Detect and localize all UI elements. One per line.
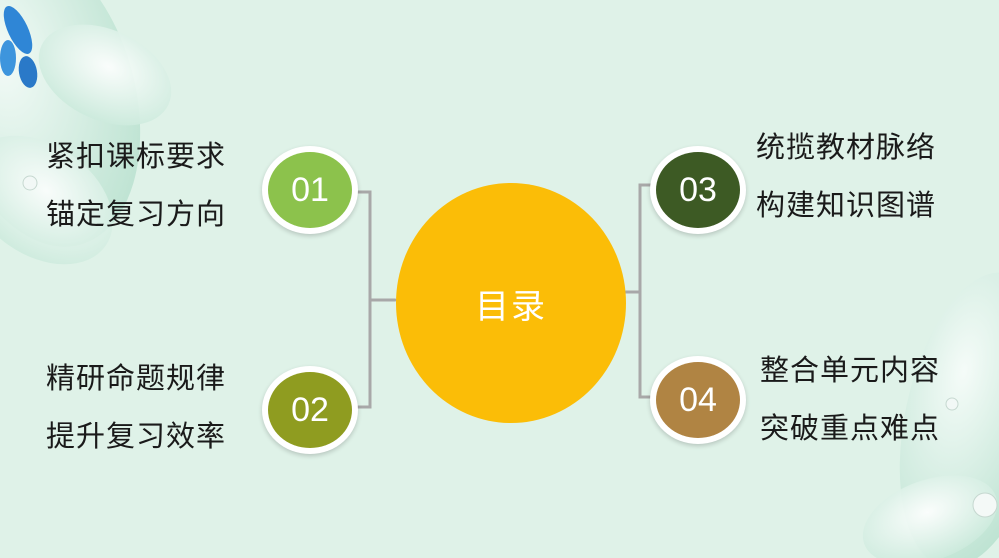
node-03[interactable]: 03: [650, 146, 746, 234]
node-01[interactable]: 01: [262, 146, 358, 234]
flower-petals-top-left-icon: [0, 0, 172, 265]
node-04-number: 04: [679, 380, 717, 419]
item-04-text: 整合单元内容 突破重点难点: [760, 341, 940, 457]
node-02[interactable]: 02: [262, 366, 358, 454]
node-04[interactable]: 04: [650, 356, 746, 444]
center-title: 目录: [475, 286, 547, 327]
item-01-line1: 紧扣课标要求: [46, 139, 227, 173]
item-04-line1: 整合单元内容: [760, 353, 941, 387]
node-04-badge: 04: [656, 362, 740, 438]
flower-petals-bottom-right-icon: [862, 272, 999, 558]
node-02-badge: 02: [268, 372, 352, 448]
item-03-text: 统揽教材脉络 构建知识图谱: [756, 118, 936, 234]
center-circle: 目录: [396, 183, 626, 423]
node-01-number: 01: [291, 170, 329, 209]
item-03-line1: 统揽教材脉络: [756, 130, 937, 164]
node-01-badge: 01: [268, 152, 352, 228]
item-03-line2: 构建知识图谱: [756, 188, 937, 222]
node-02-number: 02: [291, 390, 329, 429]
item-01-line2: 锚定复习方向: [46, 197, 227, 231]
item-02-line1: 精研命题规律: [46, 361, 227, 395]
item-02-text: 精研命题规律 提升复习效率: [46, 349, 226, 465]
node-03-badge: 03: [656, 152, 740, 228]
item-04-line2: 突破重点难点: [760, 411, 941, 445]
item-02-line2: 提升复习效率: [46, 419, 227, 453]
item-01-text: 紧扣课标要求 锚定复习方向: [46, 127, 226, 243]
node-03-number: 03: [679, 170, 717, 209]
